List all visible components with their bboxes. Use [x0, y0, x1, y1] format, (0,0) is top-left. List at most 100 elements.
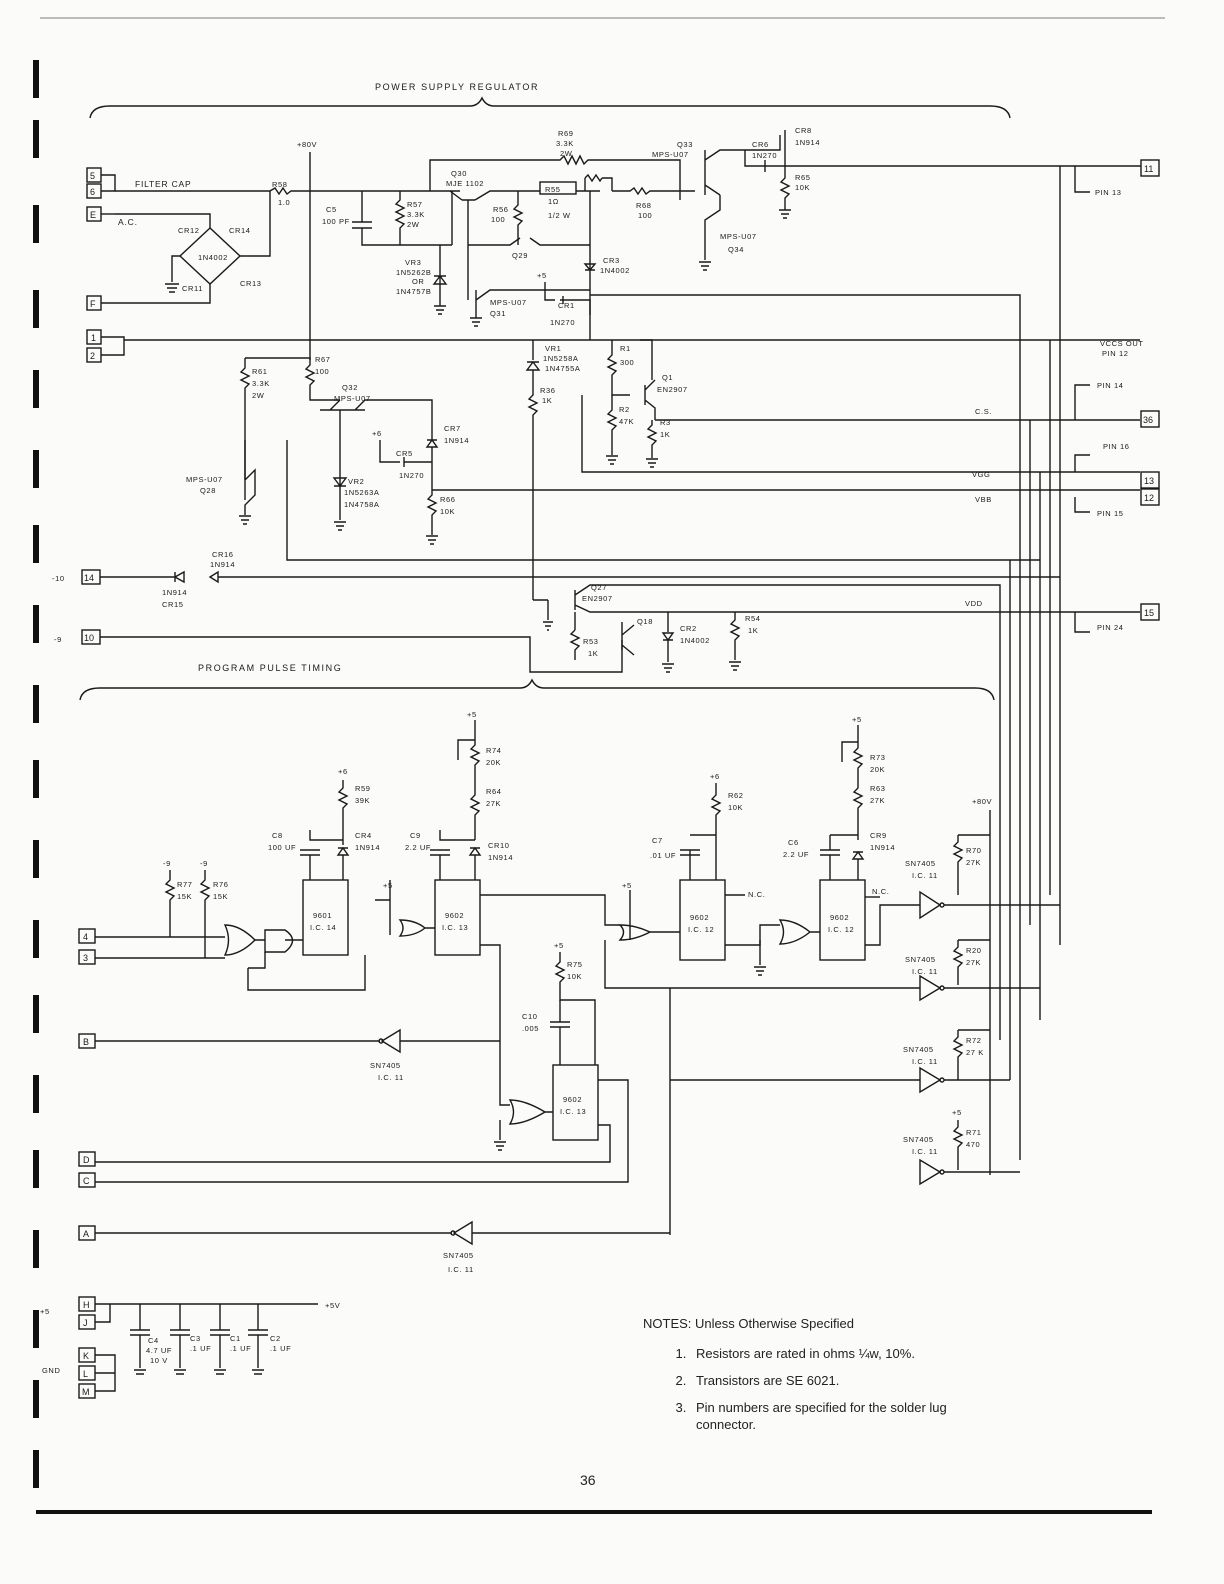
svg-text:R74: R74 — [486, 746, 502, 755]
svg-text:+5: +5 — [952, 1108, 962, 1117]
svg-text:C10: C10 — [522, 1012, 538, 1021]
svg-text:R71: R71 — [966, 1128, 982, 1137]
svg-text:1N914: 1N914 — [210, 560, 235, 569]
svg-text:MJE 1102: MJE 1102 — [446, 179, 484, 188]
svg-text:CR5: CR5 — [396, 449, 413, 458]
svg-text:Q34: Q34 — [728, 245, 744, 254]
svg-text:VBB: VBB — [975, 495, 992, 504]
svg-text:4: 4 — [83, 932, 88, 942]
svg-text:C3: C3 — [190, 1334, 201, 1343]
svg-text:1Ω: 1Ω — [548, 197, 559, 206]
svg-text:15: 15 — [1144, 608, 1154, 618]
svg-text:2W: 2W — [252, 391, 265, 400]
svg-text:R64: R64 — [486, 787, 502, 796]
svg-text:GND: GND — [42, 1366, 60, 1375]
svg-text:1N270: 1N270 — [399, 471, 424, 480]
svg-text:PIN 16: PIN 16 — [1103, 442, 1130, 451]
svg-text:3.3K: 3.3K — [252, 379, 270, 388]
svg-text:2W: 2W — [560, 149, 573, 158]
svg-text:CR13: CR13 — [240, 279, 262, 288]
svg-text:100: 100 — [638, 211, 652, 220]
svg-text:R55: R55 — [545, 185, 561, 194]
svg-text:+5: +5 — [537, 271, 547, 280]
section-title-timing: PROGRAM PULSE TIMING — [198, 663, 342, 673]
svg-text:L: L — [83, 1369, 88, 1379]
svg-text:+80V: +80V — [297, 140, 317, 149]
svg-text:R77: R77 — [177, 880, 193, 889]
svg-text:I.C. 11: I.C. 11 — [448, 1265, 474, 1274]
svg-text:1N914: 1N914 — [870, 843, 895, 852]
svg-text:+5: +5 — [467, 710, 477, 719]
svg-text:PIN 12: PIN 12 — [1102, 349, 1129, 358]
svg-text:4.7 UF: 4.7 UF — [146, 1346, 172, 1355]
svg-text:R59: R59 — [355, 784, 371, 793]
svg-text:CR9: CR9 — [870, 831, 887, 840]
svg-text:C8: C8 — [272, 831, 283, 840]
svg-text:100: 100 — [491, 215, 505, 224]
svg-text:1N914: 1N914 — [355, 843, 380, 852]
svg-text:I.C. 11: I.C. 11 — [912, 1057, 938, 1066]
timing-circuit: +5 R74 20K R64 27K +6 R59 39K C8 100 UF … — [40, 710, 1060, 1392]
svg-text:3: 3 — [83, 953, 88, 963]
svg-text:R54: R54 — [745, 614, 761, 623]
svg-text:R3: R3 — [660, 418, 671, 427]
svg-text:Q18: Q18 — [637, 617, 653, 626]
svg-text:I.C. 12: I.C. 12 — [828, 925, 854, 934]
svg-text:CR14: CR14 — [229, 226, 251, 235]
section-title-power: POWER SUPPLY REGULATOR — [375, 82, 539, 92]
svg-text:EN2907: EN2907 — [582, 594, 613, 603]
svg-text:R68: R68 — [636, 201, 652, 210]
svg-text:1: 1 — [91, 333, 96, 343]
svg-text:C5: C5 — [326, 205, 337, 214]
note-item: Resistors are rated in ohms ¼w, 10%. — [690, 1345, 1003, 1362]
svg-text:R61: R61 — [252, 367, 268, 376]
svg-text:Q27: Q27 — [591, 583, 607, 592]
svg-text:EN2907: EN2907 — [657, 385, 688, 394]
svg-text:D: D — [83, 1155, 90, 1165]
svg-text:R36: R36 — [540, 386, 556, 395]
svg-text:R1: R1 — [620, 344, 631, 353]
svg-text:Q1: Q1 — [662, 373, 673, 382]
svg-text:A.C.: A.C. — [118, 217, 138, 227]
svg-text:I.C. 11: I.C. 11 — [912, 967, 938, 976]
svg-text:27K: 27K — [966, 958, 981, 967]
svg-text:20K: 20K — [486, 758, 501, 767]
notes-list: Resistors are rated in ohms ¼w, 10%. Tra… — [643, 1345, 1003, 1433]
svg-text:R70: R70 — [966, 846, 982, 855]
svg-text:Q31: Q31 — [490, 309, 506, 318]
svg-text:20K: 20K — [870, 765, 885, 774]
power-supply-wiring: FILTER CAP A.C. CR12 CR14 1N4002 CR11 CR… — [52, 126, 1143, 1160]
svg-text:+5: +5 — [40, 1307, 50, 1316]
svg-text:M: M — [82, 1387, 90, 1397]
svg-text:SN7405: SN7405 — [905, 955, 936, 964]
svg-text:300: 300 — [620, 358, 634, 367]
svg-text:R75: R75 — [567, 960, 583, 969]
svg-text:C: C — [83, 1176, 90, 1186]
svg-text:R20: R20 — [966, 946, 982, 955]
svg-text:R69: R69 — [558, 129, 574, 138]
svg-text:1N4002: 1N4002 — [198, 253, 228, 262]
svg-text:I.C. 12: I.C. 12 — [688, 925, 714, 934]
svg-text:10K: 10K — [795, 183, 810, 192]
svg-text:+80V: +80V — [972, 797, 992, 806]
svg-text:-10: -10 — [52, 574, 65, 583]
svg-text:F: F — [90, 299, 96, 309]
svg-text:PIN 14: PIN 14 — [1097, 381, 1124, 390]
svg-text:R57: R57 — [407, 200, 423, 209]
svg-text:SN7405: SN7405 — [903, 1135, 934, 1144]
binding-holes — [33, 0, 41, 1584]
svg-text:MPS-U07: MPS-U07 — [490, 298, 527, 307]
svg-text:13: 13 — [1144, 476, 1154, 486]
svg-text:R76: R76 — [213, 880, 229, 889]
svg-text:H: H — [83, 1300, 90, 1310]
svg-text:CR8: CR8 — [795, 126, 812, 135]
svg-text:C9: C9 — [410, 831, 421, 840]
svg-text:2W: 2W — [407, 220, 420, 229]
svg-text:R65: R65 — [795, 173, 811, 182]
svg-text:OR: OR — [412, 277, 424, 286]
svg-text:CR3: CR3 — [603, 256, 620, 265]
svg-text:CR15: CR15 — [162, 600, 184, 609]
svg-text:1N4758A: 1N4758A — [344, 500, 379, 509]
svg-text:CR11: CR11 — [182, 284, 203, 293]
svg-text:C1: C1 — [230, 1334, 241, 1343]
